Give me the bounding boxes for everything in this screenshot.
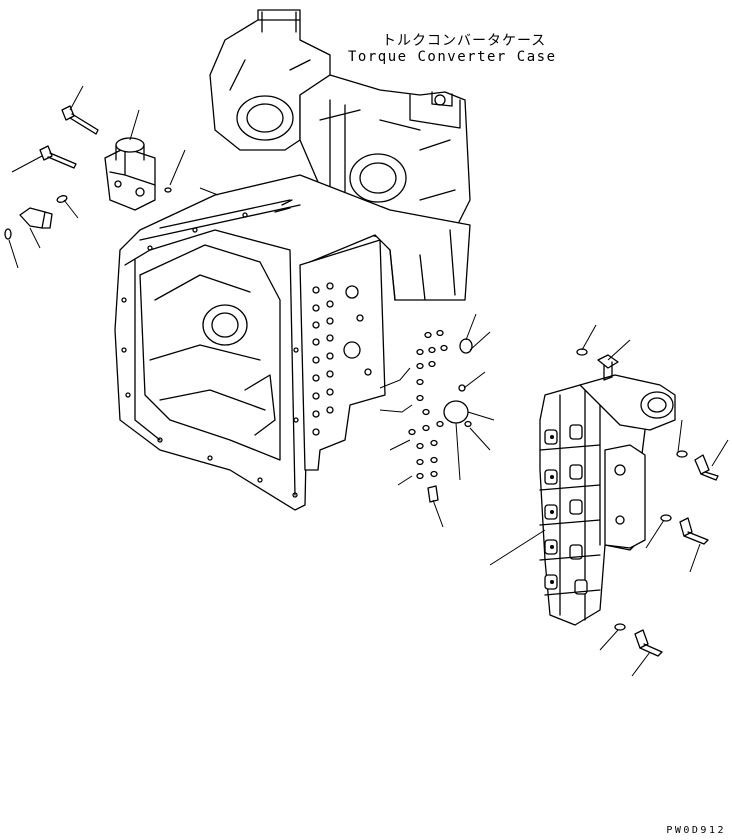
small-parts-center	[408, 329, 473, 503]
upper-left-parts	[4, 105, 172, 240]
valve-mounting-plate	[274, 199, 386, 471]
valve-bolts	[576, 348, 719, 657]
control-valve-assembly	[539, 374, 676, 626]
leader-lines	[8, 85, 729, 677]
case-name-english: Torque Converter Case	[348, 49, 557, 65]
drawing-code: PW0D912	[666, 825, 726, 836]
case-name-japanese: トルクコンバータケース	[382, 33, 547, 49]
transmission-case	[114, 174, 471, 511]
